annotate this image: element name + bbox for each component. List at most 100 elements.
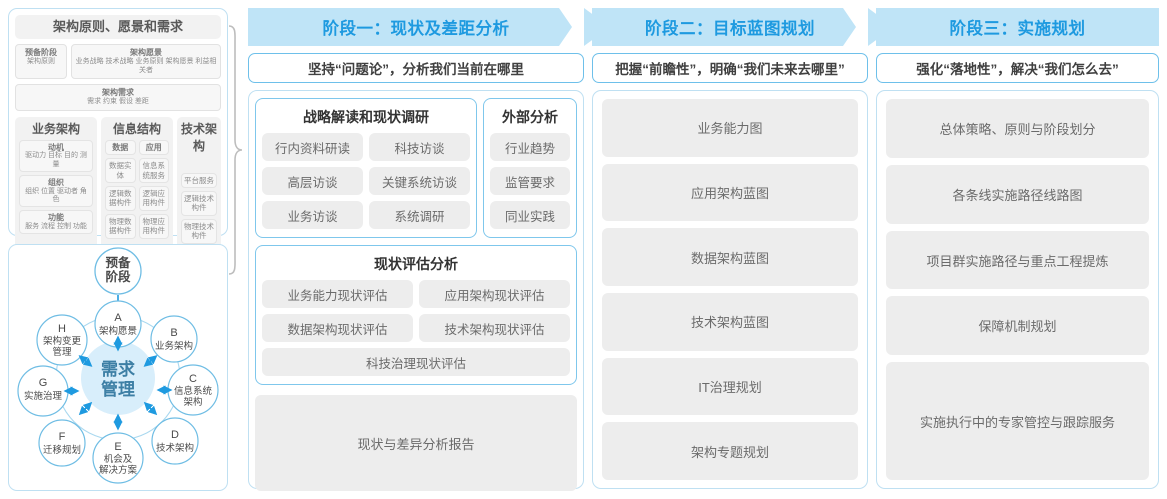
business-architecture-title: 业务架构: [31, 121, 80, 136]
svg-text:业务架构: 业务架构: [155, 340, 193, 352]
preliminary-phase-block: 预备阶段 架构原则: [15, 44, 67, 80]
architecture-requirements-block: 架构需求 需求 约束 假设 差距: [15, 84, 221, 111]
svg-text:架构变更: 架构变更: [43, 335, 82, 347]
phase-1-header[interactable]: 阶段一：现状及差距分析: [248, 8, 610, 46]
phase-3-item-list: 总体策略、原则与阶段划分 各条线实施路径线路图 项目群实施路径与重点工程提炼 保…: [886, 99, 1149, 480]
current-state-assessment-title: 现状评估分析: [374, 256, 458, 272]
architecture-requirements-body: 需求 约束 假设 差距: [87, 97, 149, 105]
svg-text:实施治理: 实施治理: [24, 390, 63, 402]
svg-text:A: A: [114, 312, 122, 324]
list-item[interactable]: 总体策略、原则与阶段划分: [886, 99, 1149, 158]
phase-2-item-list: 业务能力图 应用架构蓝图 数据架构蓝图 技术架构蓝图 IT治理规划 架构专题规划: [602, 99, 858, 481]
information-structure-title: 信息结构: [112, 121, 161, 136]
architecture-requirements-header: 架构需求: [102, 88, 134, 98]
togaf-framework-panel: 架构原则、愿景和需求 预备阶段 架构原则 架构愿景 业务战略 技术战略 业务原则…: [8, 8, 228, 292]
preliminary-phase-body: 架构原则: [27, 57, 55, 65]
motivation-chip: 动机 驱动力 目标 目的 测量: [19, 139, 93, 173]
brace-connector-icon: [228, 25, 243, 275]
tile-item[interactable]: 行内资料研读: [262, 133, 363, 161]
list-item[interactable]: IT治理规划: [602, 357, 858, 416]
svg-text:信息系统: 信息系统: [174, 385, 213, 397]
strategy-research-card: 战略解读和现状调研 行内资料研读 科技访谈 高层访谈 关键系统访谈 业务访谈 系…: [255, 98, 477, 238]
preliminary-phase-header: 预备阶段: [25, 48, 57, 58]
tile-item[interactable]: 关键系统访谈: [369, 167, 470, 195]
svg-text:架构: 架构: [183, 396, 202, 408]
list-item[interactable]: 实施执行中的专家管控与跟踪服务: [886, 362, 1149, 480]
svg-text:E: E: [114, 441, 121, 453]
external-analysis-card: 外部分析 行业趋势 监管要求 同业实践: [483, 98, 577, 238]
business-architecture-column: 业务架构 动机 驱动力 目标 目的 测量 组织 组织 位置 驱动者 角色 功能 …: [15, 116, 97, 250]
tile-item[interactable]: 同业实践: [490, 201, 570, 229]
phase-1-subtitle: 坚持“问题论”，分析我们当前在哪里: [248, 53, 584, 83]
tile-item[interactable]: 高层访谈: [262, 167, 363, 195]
tile-item[interactable]: 业务访谈: [262, 201, 363, 229]
tile-item[interactable]: 系统调研: [369, 201, 470, 229]
phase-1-top-row: 战略解读和现状调研 行内资料研读 科技访谈 高层访谈 关键系统访谈 业务访谈 系…: [255, 98, 577, 238]
svg-text:G: G: [39, 377, 48, 389]
list-item[interactable]: 架构专题规划: [602, 422, 858, 481]
togaf-row-1: 预备阶段 架构原则 架构愿景 业务战略 技术战略 业务原则 架构愿景 利益相关者: [15, 44, 221, 80]
phase-3-column: 阶段三：实施规划 强化“落地性”，解决“我们怎么去” 总体策略、原则与阶段划分 …: [876, 8, 1159, 489]
svg-text:技术架构: 技术架构: [156, 442, 194, 454]
current-state-assessment-card: 现状评估分析 业务能力现状评估 应用架构现状评估 数据架构现状评估 技术架构现状…: [255, 245, 577, 385]
phase-2-header[interactable]: 阶段二：目标蓝图规划: [592, 8, 894, 46]
phase-1-chevron-icon: [559, 8, 585, 46]
list-item[interactable]: 保障机制规划: [886, 296, 1149, 356]
tile-item[interactable]: 监管要求: [490, 167, 570, 195]
node-e: [92, 432, 144, 484]
phase-3-header-label: 阶段三：实施规划: [949, 20, 1086, 38]
data-subcolumn: 数据 数据实体 逻辑数据构件 物理数据构件: [105, 139, 136, 242]
svg-text:机会及: 机会及: [104, 453, 133, 465]
current-state-assessment-wide: 科技治理现状评估: [262, 348, 570, 376]
node-d: [151, 417, 199, 465]
phase-3-header[interactable]: 阶段三：实施规划: [876, 8, 1159, 46]
svg-text:阶段: 阶段: [105, 269, 131, 284]
svg-text:架构愿景: 架构愿景: [99, 325, 137, 337]
node-b: [150, 315, 198, 363]
list-item[interactable]: 技术架构蓝图: [602, 293, 858, 351]
gap-analysis-report-tile[interactable]: 现状与差异分析报告: [255, 395, 577, 491]
architecture-vision-header: 架构愿景: [130, 48, 162, 58]
phase-3-body: 总体策略、原则与阶段划分 各条线实施路径线路图 项目群实施路径与重点工程提炼 保…: [876, 90, 1159, 489]
list-item[interactable]: 业务能力图: [602, 99, 858, 157]
architecture-principles-group: 架构原则、愿景和需求: [15, 15, 221, 40]
external-analysis-tiles: 行业趋势 监管要求 同业实践: [490, 133, 570, 229]
external-analysis-title: 外部分析: [502, 109, 558, 125]
tile-item[interactable]: 科技治理现状评估: [262, 348, 570, 376]
phase-2-chevron-icon: [843, 8, 869, 46]
svg-text:迁移规划: 迁移规划: [43, 444, 81, 456]
tile-item[interactable]: 应用架构现状评估: [419, 280, 570, 308]
information-structure-column: 信息结构 数据 数据实体 逻辑数据构件 物理数据构件 应用 信息系统服务 逻辑应…: [101, 116, 173, 250]
tile-item[interactable]: 数据架构现状评估: [262, 314, 413, 342]
strategy-research-tiles: 行内资料研读 科技访谈 高层访谈 关键系统访谈 业务访谈 系统调研: [262, 133, 470, 229]
list-item[interactable]: 项目群实施路径与重点工程提炼: [886, 230, 1149, 290]
technology-architecture-title: 技术架构: [181, 121, 218, 153]
node-f: [38, 419, 86, 467]
architecture-vision-block: 架构愿景 业务战略 技术战略 业务原则 架构愿景 利益相关者: [71, 44, 221, 80]
svg-text:C: C: [189, 373, 197, 385]
list-item[interactable]: 应用架构蓝图: [602, 163, 858, 222]
togaf-title: 架构原则、愿景和需求: [52, 19, 183, 34]
svg-text:预备: 预备: [105, 255, 131, 270]
tile-item[interactable]: 技术架构现状评估: [419, 314, 570, 342]
phase-2-header-label: 阶段二：目标蓝图规划: [645, 20, 815, 38]
technology-architecture-column: 技术架构 平台服务 逻辑技术构件 物理技术构件: [177, 116, 221, 250]
svg-text:F: F: [59, 431, 66, 443]
application-subcolumn: 应用 信息系统服务 逻辑应用构件 物理应用构件: [138, 139, 169, 242]
phase-1-column: 阶段一：现状及差距分析 坚持“问题论”，分析我们当前在哪里 战略解读和现状调研 …: [248, 8, 610, 491]
tile-item[interactable]: 业务能力现状评估: [262, 280, 413, 308]
list-item[interactable]: 各条线实施路径线路图: [886, 164, 1149, 224]
tile-item[interactable]: 行业趋势: [490, 133, 570, 161]
current-state-assessment-tiles: 业务能力现状评估 应用架构现状评估 数据架构现状评估 技术架构现状评估: [262, 280, 570, 342]
organization-chip: 组织 组织 位置 驱动者 角色: [19, 175, 93, 208]
architecture-vision-body: 业务战略 技术战略 业务原则 架构愿景 利益相关者: [75, 57, 217, 74]
togaf-domain-columns: 业务架构 动机 驱动力 目标 目的 测量 组织 组织 位置 驱动者 角色 功能 …: [15, 116, 221, 250]
phase-1-body: 战略解读和现状调研 行内资料研读 科技访谈 高层访谈 关键系统访谈 业务访谈 系…: [248, 90, 584, 491]
phase-2-column: 阶段二：目标蓝图规划 把握“前瞻性”，明确“我们未来去哪里” 业务能力图 应用架…: [592, 8, 894, 489]
node-preliminary: [94, 247, 142, 295]
svg-text:解决方案: 解决方案: [99, 464, 138, 476]
tile-item[interactable]: 科技访谈: [369, 133, 470, 161]
phase-2-subtitle: 把握“前瞻性”，明确“我们未来去哪里”: [592, 53, 868, 83]
list-item[interactable]: 数据架构蓝图: [602, 228, 858, 287]
adm-cycle-diagram: 预备 阶段 需求 管理 A 架构愿景 B 业务架构: [17, 247, 219, 484]
